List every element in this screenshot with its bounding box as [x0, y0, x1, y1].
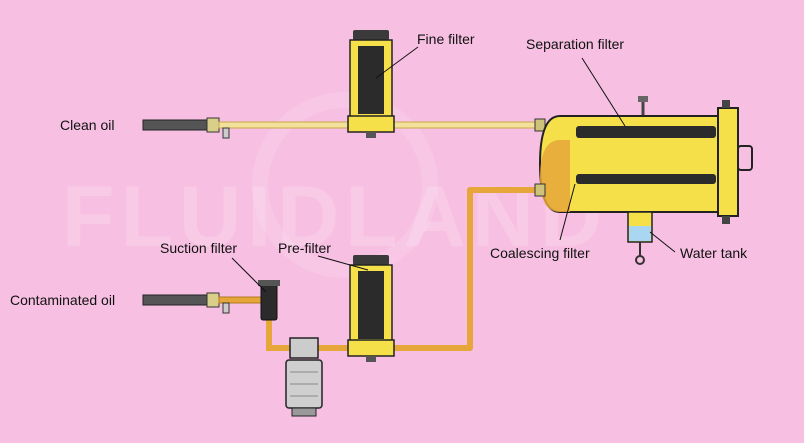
- fine-filter-drain: [366, 132, 376, 138]
- end-cover-bolt-bottom: [722, 216, 730, 224]
- leader-suction-filter: [231, 257, 267, 293]
- pump-head: [289, 337, 319, 359]
- suction-filter-cap: [258, 280, 280, 286]
- leader-lines: [231, 46, 676, 293]
- leader-coalescing-filter: [559, 183, 576, 241]
- fine-filter-cap: [353, 30, 389, 40]
- leader-fine-filter: [375, 46, 419, 79]
- leader-separation-filter: [581, 57, 626, 127]
- fine-filter: [347, 30, 395, 138]
- pre-filter-drain: [366, 356, 376, 362]
- clean-oil-coupling: [206, 117, 220, 133]
- clean-oil-line: [142, 117, 546, 139]
- leader-water-tank: [649, 231, 676, 253]
- leader-pre-filter: [317, 255, 369, 271]
- separator-vessel: [538, 96, 753, 224]
- pump-motor: [285, 337, 323, 417]
- sample-valve: [222, 127, 230, 139]
- pre-filter: [347, 255, 395, 362]
- suction-to-pump-pipe: [266, 320, 290, 351]
- separation-filter-element: [576, 126, 716, 138]
- fine-filter-base: [347, 115, 395, 133]
- label-separation-filter: Separation filter: [526, 36, 624, 52]
- fine-filter-element: [358, 46, 384, 114]
- coalescing-filter-element: [576, 174, 716, 184]
- contaminated-oil-line: [142, 183, 546, 351]
- pre-filter-element: [358, 271, 384, 339]
- pre-filter-cap: [353, 255, 389, 265]
- inlet-valve: [222, 302, 230, 314]
- end-cover-bolt-top: [722, 100, 730, 108]
- watermark: FLUIDLAND: [62, 169, 608, 265]
- label-suction-filter: Suction filter: [160, 240, 237, 256]
- separator-end-cover: [717, 107, 739, 217]
- inlet-pipe: [218, 296, 264, 304]
- end-cover-handle: [737, 145, 753, 171]
- label-contaminated-oil: Contaminated oil: [10, 292, 115, 308]
- separator-inlet-chamber: [540, 140, 570, 212]
- contaminated-oil-coupling: [206, 292, 220, 308]
- water-tank: [627, 211, 653, 265]
- motor-foot: [291, 407, 317, 417]
- label-coalescing-filter: Coalescing filter: [490, 245, 590, 261]
- label-fine-filter: Fine filter: [417, 31, 475, 47]
- separator-inlet-coupling: [534, 183, 546, 197]
- label-clean-oil: Clean oil: [60, 117, 114, 133]
- clean-oil-pipe-left: [218, 121, 350, 129]
- suction-filter: [258, 280, 280, 321]
- clean-oil-outlet-hose: [142, 119, 208, 131]
- vent-valve-cap: [638, 96, 648, 102]
- pre-filter-base: [347, 339, 395, 357]
- label-water-tank: Water tank: [680, 245, 748, 261]
- separator-outlet-coupling: [534, 118, 546, 132]
- prefilter-to-separator-pipe: [394, 187, 545, 351]
- water-drain-valve: [635, 255, 645, 265]
- clean-oil-pipe-right: [391, 121, 543, 129]
- contaminated-oil-inlet-hose: [142, 294, 208, 306]
- water-tank-water: [629, 226, 651, 241]
- label-pre-filter: Pre-filter: [278, 240, 331, 256]
- watermark-ring: [252, 92, 438, 278]
